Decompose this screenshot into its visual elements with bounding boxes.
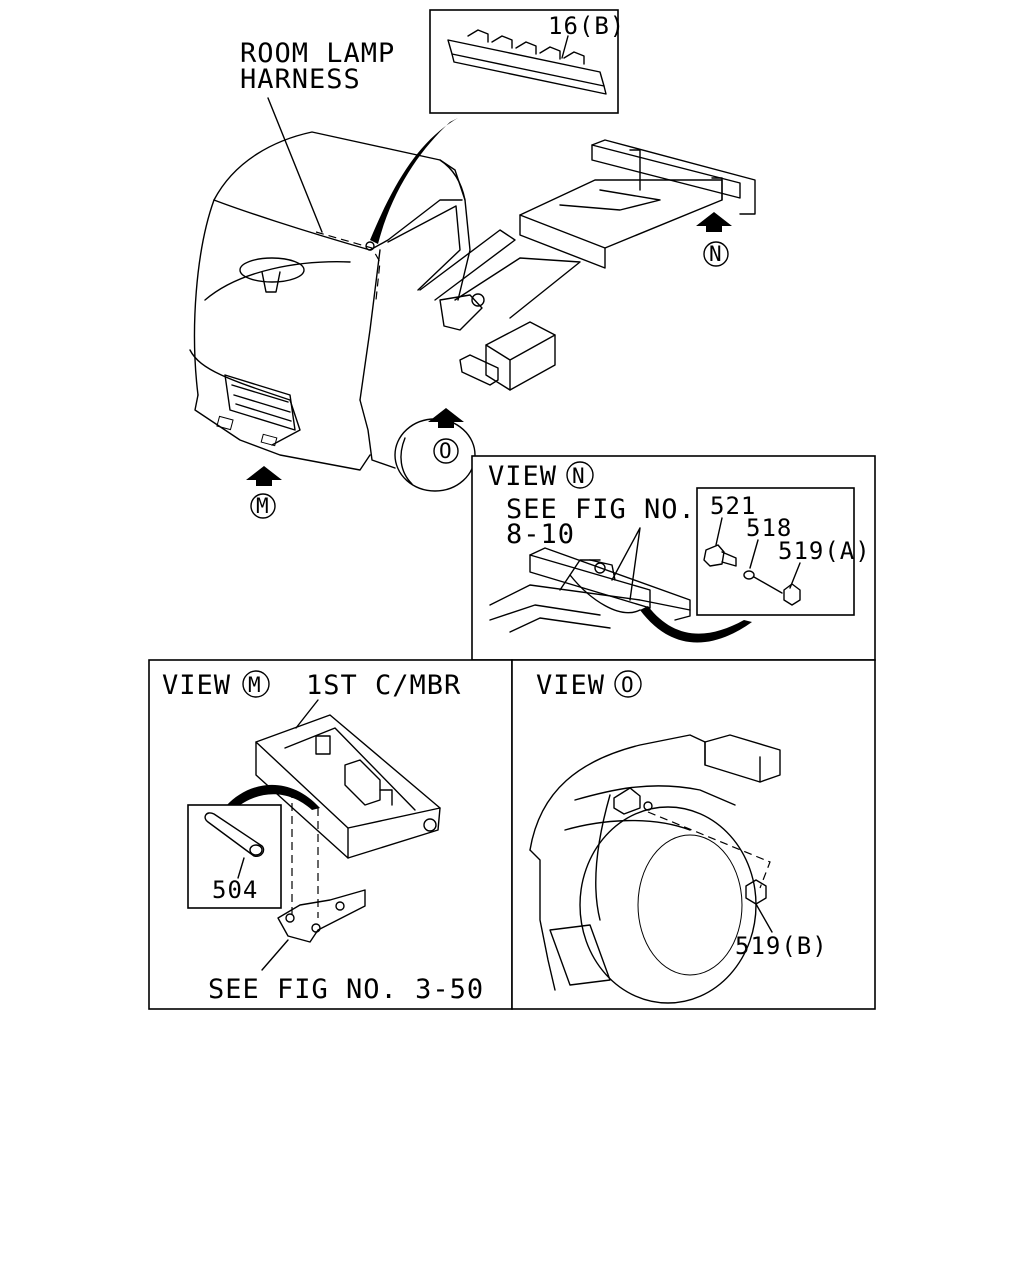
view-n-title: VIEW <box>488 461 557 492</box>
battery-box <box>485 321 556 391</box>
see-fig-8-10-line2: 8-10 <box>506 519 575 550</box>
part-519a-label: 519(A) <box>778 537 871 565</box>
view-arrow-o: O <box>428 408 464 464</box>
room-lamp-harness-run <box>315 231 381 301</box>
room-lamp-leader-line <box>267 97 323 233</box>
detail-callout-sweep <box>370 118 458 244</box>
room-lamp-label-line2: HARNESS <box>240 64 361 95</box>
truck-cab <box>189 131 471 471</box>
crossmember-drawing <box>255 714 441 859</box>
part-16b-label: 16(B) <box>548 12 625 40</box>
grille <box>224 374 296 431</box>
view-m-panel: VIEW M 1ST C/MBR 504 <box>148 659 513 1010</box>
view-arrow-n: N <box>696 212 732 267</box>
part-16b-leader <box>561 35 569 59</box>
part-504-leader <box>237 857 245 879</box>
nut-519b <box>745 879 767 905</box>
part-519b-leader <box>755 903 773 933</box>
see-fig-leader <box>611 527 641 601</box>
nut-519a <box>783 583 801 606</box>
arrow-o-letter: O <box>439 439 453 463</box>
truck-overview: ROOM LAMP HARNESS 16(B) <box>189 9 756 519</box>
rubber-bumper-504 <box>204 812 265 858</box>
part-519b-label: 519(B) <box>735 932 828 960</box>
arrow-n-letter: N <box>709 242 723 266</box>
view-o-title: VIEW <box>536 670 605 701</box>
view-o-fender-drawing <box>529 734 781 1004</box>
see-fig-3-50-label: SEE FIG NO. 3-50 <box>208 974 484 1005</box>
washer-518 <box>743 570 755 580</box>
view-m-title: VIEW <box>162 670 231 701</box>
view-o-dashed-path <box>647 811 771 889</box>
side-lamp <box>459 354 499 386</box>
arrow-m-letter: M <box>256 494 270 518</box>
view-o-letter: O <box>621 673 635 697</box>
steering-wheel <box>239 257 305 283</box>
view-n-callout-sweep <box>640 606 752 643</box>
view-n-frame-drawing <box>489 547 691 633</box>
bolt-521 <box>703 544 737 567</box>
view-m-mount-dashes <box>291 790 319 918</box>
crossmember-leader <box>295 699 319 729</box>
view-o-panel: VIEW O 519(B) <box>511 659 876 1010</box>
detail-box-16b <box>429 9 619 114</box>
view-n-letter: N <box>572 464 586 488</box>
view-m-callout-sweep <box>226 784 320 810</box>
view-m-letter: M <box>248 673 262 697</box>
harness-clip-strip <box>447 29 607 95</box>
view-o-frame <box>511 659 876 1010</box>
chassis-frame <box>419 139 756 391</box>
part-518-label: 518 <box>746 514 792 542</box>
mount-bracket <box>277 889 366 943</box>
see-fig-8-10-line1: SEE FIG NO. <box>506 494 696 525</box>
bracket-leader <box>261 939 289 971</box>
detail-box-504 <box>187 804 282 909</box>
room-lamp-label-line1: ROOM LAMP <box>240 38 395 69</box>
view-arrow-m: M <box>246 466 282 519</box>
first-crossmember-label: 1ST C/MBR <box>306 670 461 701</box>
part-504-label: 504 <box>212 876 258 904</box>
part-521-label: 521 <box>710 492 756 520</box>
view-n-panel: VIEW N SEE FIG NO. 8-10 521 518 519(A) <box>471 455 876 661</box>
